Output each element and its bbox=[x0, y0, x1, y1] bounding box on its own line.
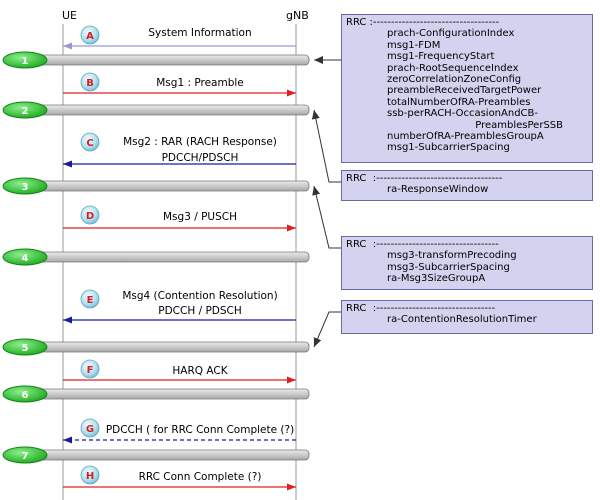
letter-circle-b bbox=[80, 72, 100, 92]
step-oval-5 bbox=[2, 338, 48, 356]
message-label: HARQ ACK bbox=[172, 365, 228, 377]
message-e: E Msg4 (Contention Resolution) PDCCH / PDS… bbox=[63, 289, 296, 324]
step-bar-2: 2 bbox=[2, 101, 310, 119]
message-letter: D bbox=[86, 211, 94, 222]
message-label: Msg3 / PUSCH bbox=[163, 211, 237, 223]
rrc-header: RRC :--------------------------------- bbox=[346, 303, 496, 314]
rrc-parameter: preambleReceivedTargetPower bbox=[387, 85, 542, 97]
letter-circle-f bbox=[80, 359, 100, 379]
letter-circle-e bbox=[80, 289, 100, 309]
rrc-parameter: msg3-transformPrecoding bbox=[387, 250, 517, 262]
step-oval-3 bbox=[2, 177, 48, 195]
step-bar-rect bbox=[24, 54, 310, 66]
step-oval-6 bbox=[2, 385, 48, 403]
rrc-parameter: ssb-perRACH-OccasionAndCB- bbox=[387, 108, 539, 120]
message-c: C Msg2 : RAR (RACH Response) PDCCH/PDSCH bbox=[63, 132, 296, 168]
message-letter: A bbox=[86, 31, 94, 42]
rrc-parameter: ra-ResponseWindow bbox=[387, 184, 489, 196]
message-g: G PDCCH ( for RRC Conn Complete (?) bbox=[63, 418, 296, 444]
message-letter: B bbox=[86, 78, 94, 89]
step-oval-4 bbox=[2, 248, 48, 266]
letter-circle-g bbox=[80, 418, 100, 438]
message-label: PDCCH / PDSCH bbox=[158, 305, 242, 317]
message-f: F HARQ ACK bbox=[63, 359, 296, 384]
rrc-parameter: ra-ContentionResolutionTimer bbox=[387, 314, 537, 326]
step-bar-1: 1 bbox=[2, 51, 310, 69]
step-bar-rect bbox=[24, 180, 310, 192]
message-label: PDCCH/PDSCH bbox=[162, 152, 239, 164]
message-letter: F bbox=[87, 365, 94, 376]
message-letter: E bbox=[87, 295, 94, 306]
message-h: H RRC Conn Complete (?) bbox=[63, 465, 296, 491]
step-oval-1 bbox=[2, 51, 48, 69]
rrc-header: RRC :----------------------------------- bbox=[346, 17, 500, 28]
message-a: A System Information bbox=[63, 25, 296, 50]
rrc-parameter: numberOfRA-PreamblesGroupA bbox=[387, 131, 544, 143]
rrc-parameter: msg1-FDM bbox=[387, 39, 441, 51]
message-d: D Msg3 / PUSCH bbox=[63, 205, 296, 232]
step-bar-rect bbox=[24, 104, 310, 116]
step-bar-rect bbox=[24, 449, 310, 461]
step-number: 6 bbox=[22, 390, 29, 401]
message-label: System Information bbox=[148, 27, 251, 39]
step-bar-7: 7 bbox=[2, 446, 310, 464]
step-oval-7 bbox=[2, 446, 48, 464]
rrc-parameter: prach-RootSequenceIndex bbox=[387, 62, 519, 74]
message-letter: G bbox=[86, 424, 94, 435]
step-number: 2 bbox=[22, 106, 29, 117]
step-oval-2 bbox=[2, 101, 48, 119]
letter-circle-d bbox=[80, 205, 100, 225]
step-number: 7 bbox=[22, 451, 29, 462]
step-bar-6: 6 bbox=[2, 385, 310, 403]
rrc-parameter: PreamblesPerSSB bbox=[475, 119, 563, 131]
step-number: 3 bbox=[22, 182, 29, 193]
rrc-connector-2 bbox=[311, 109, 341, 183]
message-label: Msg4 (Contention Resolution) bbox=[122, 290, 277, 302]
step-bar-rect bbox=[24, 251, 310, 263]
letter-circle-h bbox=[80, 465, 100, 485]
rrc-parameter: ra-Msg3SizeGroupA bbox=[387, 273, 486, 285]
ue-label: UE bbox=[62, 9, 77, 22]
step-bar-3: 3 bbox=[2, 177, 310, 195]
rrc-parameter: zeroCorrelationZoneConfig bbox=[387, 74, 522, 86]
step-bar-rect bbox=[24, 341, 310, 353]
message-b: B Msg1 : Preamble bbox=[63, 72, 296, 97]
rrc-box-4: RRC :---------------------------------ra… bbox=[341, 300, 593, 334]
rrc-connector-4 bbox=[313, 311, 341, 348]
rrc-connectors bbox=[311, 56, 341, 348]
rrc-box-3: RRC :----------------------------------m… bbox=[341, 236, 593, 290]
message-label: PDCCH ( for RRC Conn Complete (?) bbox=[106, 424, 294, 436]
step-bar-5: 5 bbox=[2, 338, 310, 356]
message-letter: H bbox=[86, 471, 94, 482]
rrc-header: RRC :---------------------------------- bbox=[346, 239, 499, 250]
gnb-label: gNB bbox=[286, 9, 309, 22]
rrc-parameter: prach-ConfigurationIndex bbox=[387, 28, 515, 40]
rrc-header: RRC :----------------------------------- bbox=[346, 173, 503, 184]
rrc-box-1: RRC :-----------------------------------… bbox=[341, 14, 593, 163]
letter-circle-c bbox=[80, 132, 100, 152]
rrc-parameter: msg1-FrequencyStart bbox=[387, 51, 495, 63]
step-number: 5 bbox=[22, 343, 29, 354]
rrc-parameter: totalNumberOfRA-Preambles bbox=[387, 96, 531, 108]
rrc-connector-3 bbox=[312, 185, 341, 249]
step-bar-4: 4 bbox=[2, 248, 310, 266]
step-bar-rect bbox=[24, 388, 310, 400]
message-label: RRC Conn Complete (?) bbox=[139, 471, 262, 483]
rrc-parameter: msg1-SubcarrierSpacing bbox=[387, 142, 510, 154]
message-letter: C bbox=[86, 138, 93, 149]
rrc-parameter: msg3-SubcarrierSpacing bbox=[387, 261, 510, 273]
message-label: Msg2 : RAR (RACH Response) bbox=[123, 136, 277, 148]
step-number: 1 bbox=[22, 56, 29, 67]
message-label: Msg1 : Preamble bbox=[156, 77, 244, 89]
rrc-box-2: RRC :-----------------------------------… bbox=[341, 170, 593, 201]
step-bars: 1 2 3 4 5 6 7 bbox=[2, 51, 310, 464]
step-number: 4 bbox=[22, 253, 29, 264]
letter-circle-a bbox=[80, 25, 100, 45]
